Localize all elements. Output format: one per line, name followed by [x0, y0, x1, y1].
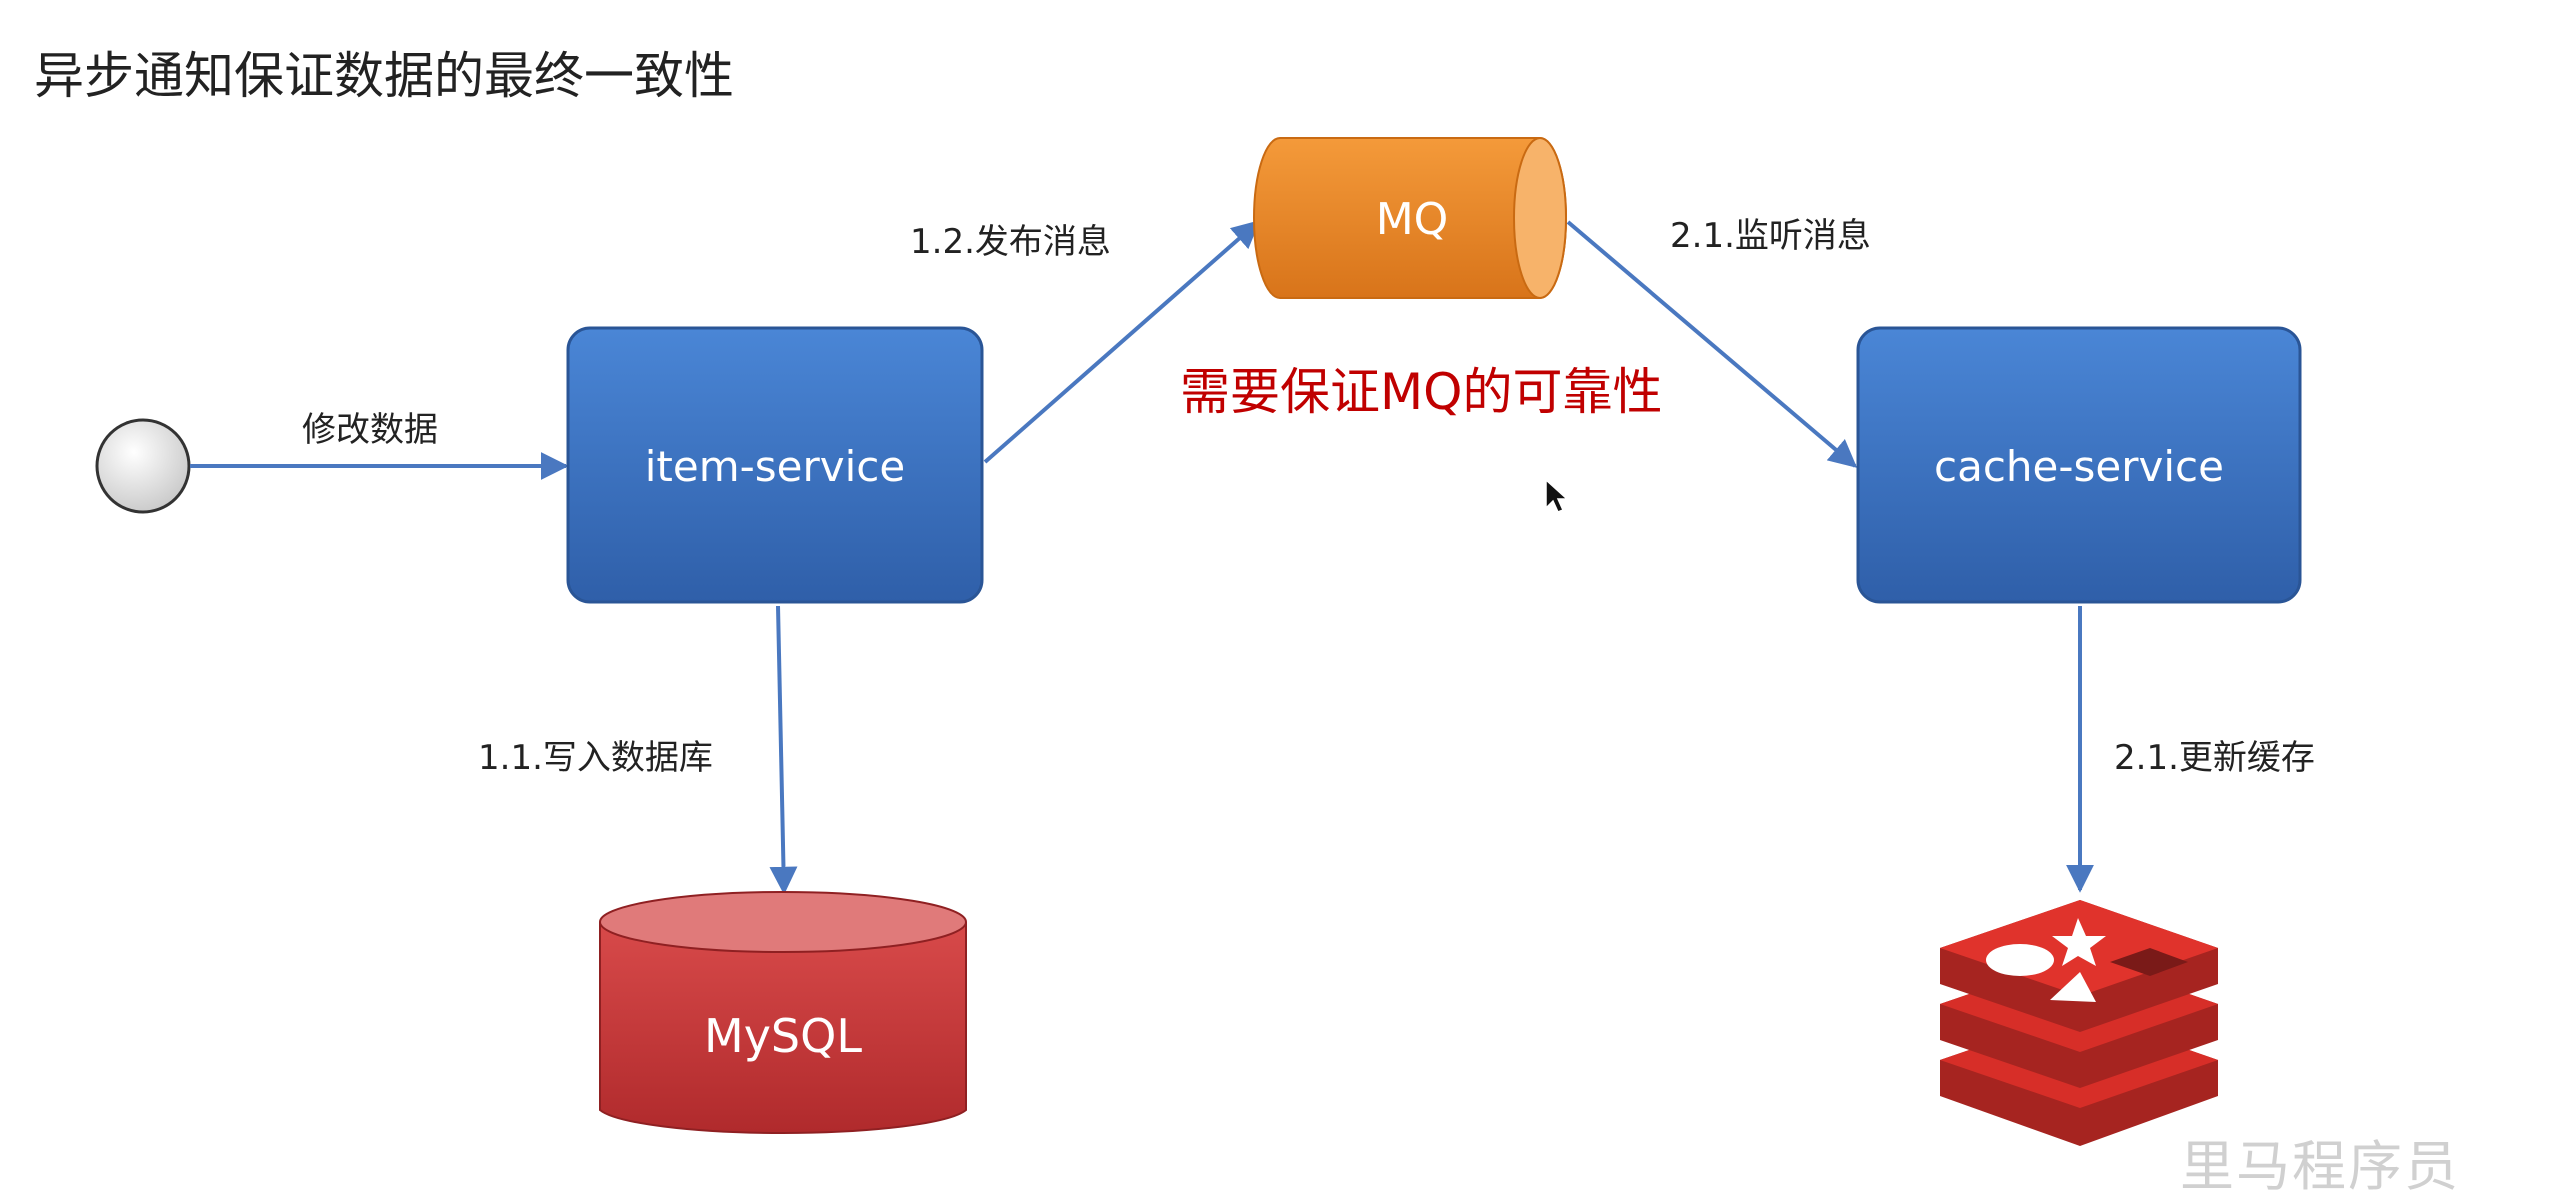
start-node — [95, 418, 191, 514]
edge-label-publish-message: 1.2.发布消息 — [910, 222, 1111, 262]
edge-label-update-cache: 2.1.更新缓存 — [2114, 738, 2315, 778]
item-service-node: item-service — [566, 326, 984, 604]
item-service-label: item-service — [645, 442, 906, 491]
arrow-write-db — [769, 605, 798, 895]
cache-service-label: cache-service — [1934, 442, 2224, 491]
redis-icon — [1940, 900, 2218, 1146]
cursor-icon — [1545, 478, 1569, 513]
mq-label: MQ — [1376, 194, 1449, 245]
reliability-note: 需要保证MQ的可靠性 — [1180, 363, 1663, 421]
page-title: 异步通知保证数据的最终一致性 — [34, 47, 734, 105]
edge-label-write-db: 1.1.写入数据库 — [478, 738, 713, 778]
edge-label-modify-data: 修改数据 — [302, 410, 438, 450]
edge-label-listen-message: 2.1.监听消息 — [1670, 216, 1871, 256]
arrow-publish-message — [983, 220, 1261, 464]
mysql-label: MySQL — [704, 1009, 862, 1063]
mq-node: MQ — [1253, 137, 1567, 299]
arrow-listen-message — [1566, 220, 1858, 468]
cache-service-node: cache-service — [1856, 326, 2302, 604]
watermark: 里马程序员 — [2180, 1135, 2460, 1198]
mysql-node: MySQL — [599, 891, 967, 1134]
